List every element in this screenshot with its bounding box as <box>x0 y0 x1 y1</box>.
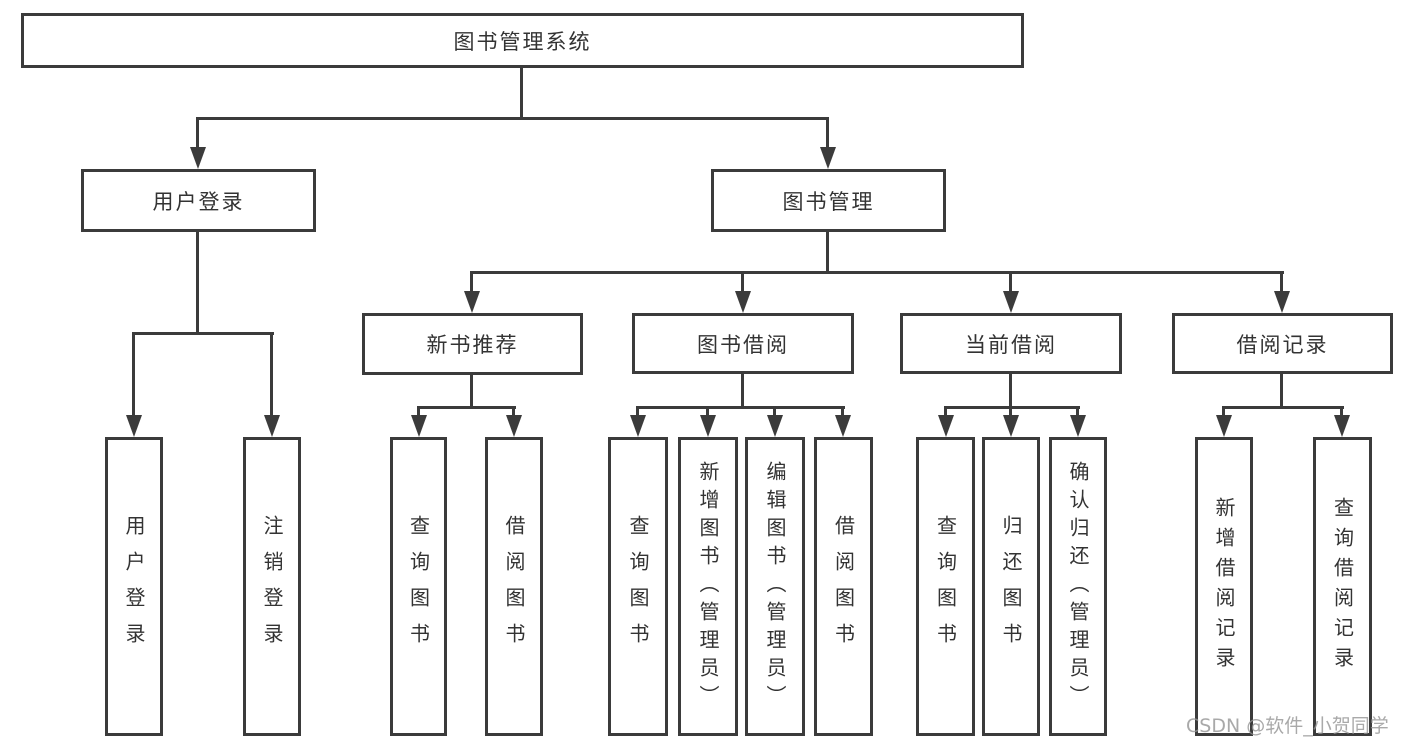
arrow-down-icon <box>190 147 206 169</box>
edge-drop <box>417 406 420 419</box>
node-library-system: 图书管理系统 <box>21 13 1024 68</box>
arrow-down-icon <box>835 415 851 437</box>
node-book-management: 图书管理 <box>711 169 946 232</box>
edge-root-stem <box>520 66 523 120</box>
leaf-label: 查询图书 <box>933 514 958 659</box>
edge-drop <box>741 271 744 295</box>
edge-current-bar <box>944 406 1080 409</box>
edge-drop <box>1222 406 1225 419</box>
leaf-label: 用户登录 <box>122 514 146 659</box>
arrow-down-icon <box>1003 291 1019 313</box>
node-leaf-confirm-return-admin: 确认归还（管理员） <box>1049 437 1107 736</box>
node-borrowing-records: 借阅记录 <box>1172 313 1393 374</box>
leaf-label: 注销登录 <box>260 514 284 659</box>
node-leaf-return-books: 归还图书 <box>982 437 1040 736</box>
edge-borrowing-bar <box>636 406 845 409</box>
edge-drop <box>470 271 473 295</box>
edge-book-mgmt-stem <box>826 230 829 274</box>
edge-drop <box>1009 406 1012 419</box>
edge-drop <box>1076 406 1079 419</box>
leaf-label: 查询图书 <box>406 514 431 659</box>
edge-drop <box>1280 271 1283 295</box>
arrow-down-icon <box>1274 291 1290 313</box>
edge-drop <box>196 117 199 150</box>
arrow-down-icon <box>767 415 783 437</box>
node-user-login: 用户登录 <box>81 169 316 232</box>
edge-drop <box>132 332 135 418</box>
leaf-label: 确认归还（管理员） <box>1066 460 1090 713</box>
node-leaf-query-books-current: 查询图书 <box>916 437 975 736</box>
edge-drop <box>1009 271 1012 295</box>
edge-recommend-stem <box>470 372 473 409</box>
leaf-label: 新增借阅记录 <box>1212 496 1236 677</box>
node-leaf-query-books-recommend: 查询图书 <box>390 437 447 736</box>
arrow-down-icon <box>1334 415 1350 437</box>
edge-drop <box>1340 406 1343 419</box>
arrow-down-icon <box>1070 415 1086 437</box>
node-leaf-add-books-admin: 新增图书（管理员） <box>678 437 738 736</box>
leaf-label: 查询借阅记录 <box>1330 496 1355 677</box>
edge-drop <box>636 406 639 419</box>
edge-level2-bar <box>470 271 1284 274</box>
node-current-borrowing: 当前借阅 <box>900 313 1122 374</box>
leaf-label: 查询图书 <box>626 514 650 659</box>
edge-drop <box>773 406 776 419</box>
edge-current-stem <box>1009 372 1012 409</box>
edge-drop <box>841 406 844 419</box>
edge-borrowing-stem <box>741 372 744 409</box>
node-leaf-query-books-borrowing: 查询图书 <box>608 437 668 736</box>
arrow-down-icon <box>506 415 522 437</box>
leaf-label: 新增图书（管理员） <box>696 460 720 713</box>
arrow-down-icon <box>264 415 280 437</box>
arrow-down-icon <box>126 415 142 437</box>
edge-records-stem <box>1280 372 1283 409</box>
watermark: CSDN @软件_小贺同学 <box>1186 715 1389 737</box>
arrow-down-icon <box>630 415 646 437</box>
edge-user-login-bar <box>132 332 274 335</box>
node-leaf-borrow-books-recommend: 借阅图书 <box>485 437 543 736</box>
node-leaf-add-borrow-record: 新增借阅记录 <box>1195 437 1253 736</box>
edge-drop <box>512 406 515 419</box>
edge-records-bar <box>1222 406 1344 409</box>
node-leaf-user-login: 用户登录 <box>105 437 163 736</box>
arrow-down-icon <box>411 415 427 437</box>
edge-drop <box>270 332 273 418</box>
leaf-label: 借阅图书 <box>831 514 856 659</box>
leaf-label: 借阅图书 <box>502 514 526 659</box>
edge-user-login-stem <box>196 230 199 335</box>
node-leaf-edit-books-admin: 编辑图书（管理员） <box>745 437 805 736</box>
node-leaf-borrow-books: 借阅图书 <box>814 437 873 736</box>
arrow-down-icon <box>464 291 480 313</box>
node-leaf-logout: 注销登录 <box>243 437 301 736</box>
node-new-book-recommendation: 新书推荐 <box>362 313 583 375</box>
arrow-down-icon <box>938 415 954 437</box>
arrow-down-icon <box>735 291 751 313</box>
arrow-down-icon <box>1216 415 1232 437</box>
arrow-down-icon <box>700 415 716 437</box>
arrow-down-icon <box>820 147 836 169</box>
edge-drop <box>826 117 829 150</box>
leaf-label: 编辑图书（管理员） <box>763 460 787 713</box>
edge-level1-bar <box>197 117 829 120</box>
node-leaf-query-borrow-record: 查询借阅记录 <box>1313 437 1372 736</box>
edge-drop <box>706 406 709 419</box>
edge-drop <box>944 406 947 419</box>
arrow-down-icon <box>1003 415 1019 437</box>
edge-recommend-bar <box>417 406 516 409</box>
node-book-borrowing: 图书借阅 <box>632 313 854 374</box>
leaf-label: 归还图书 <box>999 514 1023 659</box>
